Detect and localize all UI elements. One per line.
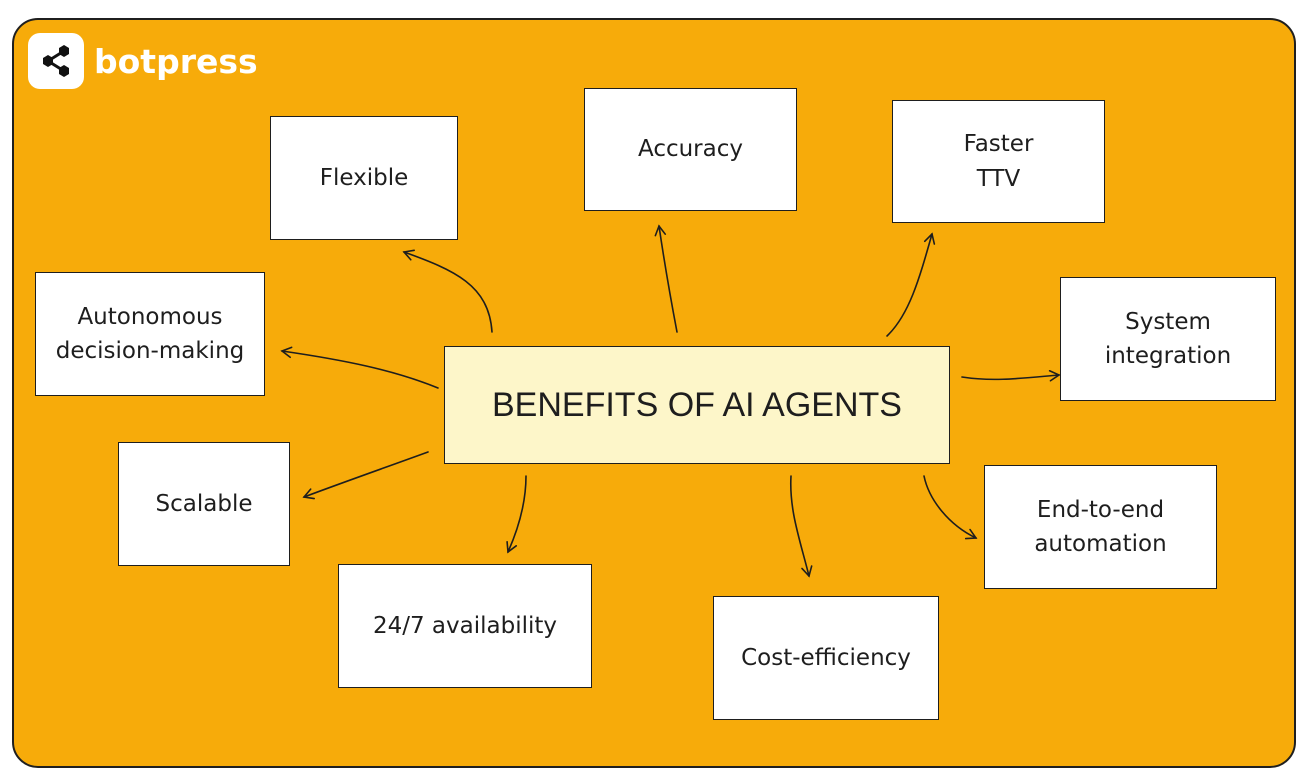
node-availability: 24/7 availability <box>338 564 592 688</box>
center-node: BENEFITS OF AI AGENTS <box>444 346 950 464</box>
node-end-to-end-line2: automation <box>1034 531 1167 557</box>
arrow-to-flexible <box>402 249 493 333</box>
arrow-to-scalable <box>302 451 429 500</box>
node-flexible-label: Flexible <box>319 164 409 191</box>
connector-arrows <box>280 224 1061 578</box>
node-end-to-end: End-to-end automation <box>984 465 1217 589</box>
node-faster-ttv-line1: Faster <box>963 131 1034 157</box>
node-accuracy-label: Accuracy <box>637 136 743 163</box>
node-faster-ttv-line2: TTV <box>976 165 1021 192</box>
arrow-to-accuracy <box>654 224 678 333</box>
arrow-to-cost-efficiency <box>789 475 813 578</box>
node-cost-efficiency-label: Cost-efficiency <box>741 644 911 671</box>
node-flexible: Flexible <box>270 116 458 240</box>
arrow-to-availability <box>506 475 527 554</box>
node-end-to-end-line1: End-to-end <box>1036 496 1165 523</box>
arrow-to-end-to-end <box>923 475 978 540</box>
node-autonomous-line1: Autonomous <box>77 303 223 330</box>
node-faster-ttv: Faster TTV <box>892 100 1105 223</box>
node-cost-efficiency: Cost-efficiency <box>713 596 939 720</box>
center-node-label: BENEFITS OF AI AGENTS <box>492 385 902 424</box>
arrow-to-system-integration <box>961 369 1061 382</box>
node-scalable-label: Scalable <box>155 490 253 517</box>
share-nodes-icon <box>28 33 84 89</box>
brand-logo: botpress <box>28 33 258 89</box>
node-autonomous-line2: decision-making <box>55 338 245 364</box>
node-system-integration-line1: System <box>1125 308 1211 335</box>
brand-name: botpress <box>94 41 258 81</box>
arrow-to-faster-ttv <box>886 232 936 337</box>
node-availability-label: 24/7 availability <box>372 612 558 639</box>
diagram-canvas: botpress BENEFITS OF AI AGENTS Flexible … <box>12 18 1296 768</box>
node-scalable: Scalable <box>118 442 290 566</box>
node-autonomous: Autonomous decision-making <box>35 272 265 396</box>
node-system-integration: System integration <box>1060 277 1276 401</box>
node-system-integration-line2: integration <box>1104 343 1232 369</box>
arrow-to-autonomous <box>280 346 439 389</box>
node-accuracy: Accuracy <box>584 88 797 211</box>
